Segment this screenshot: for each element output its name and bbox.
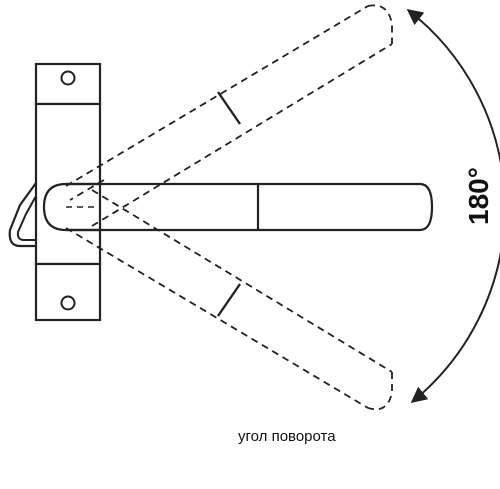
arm-upper-joint [217,91,241,125]
arm-center [66,182,434,232]
arm-lower-joint [217,283,241,317]
side-loop-outer [8,182,37,248]
arm-lower-position [65,189,393,411]
side-loop-inner [16,195,37,241]
caption: угол поворота [238,428,336,445]
bracket-bottom-hole [60,295,76,311]
angle-label: 180° [463,167,494,225]
pivot-hub-top [42,182,100,208]
arm-upper-position [65,4,393,227]
rotation-arc [406,9,500,404]
bracket-bottom-plate [34,262,102,322]
mounting-bracket [8,62,102,322]
pivot-hub-bottom [42,206,100,232]
bracket-top-hole [60,70,76,86]
